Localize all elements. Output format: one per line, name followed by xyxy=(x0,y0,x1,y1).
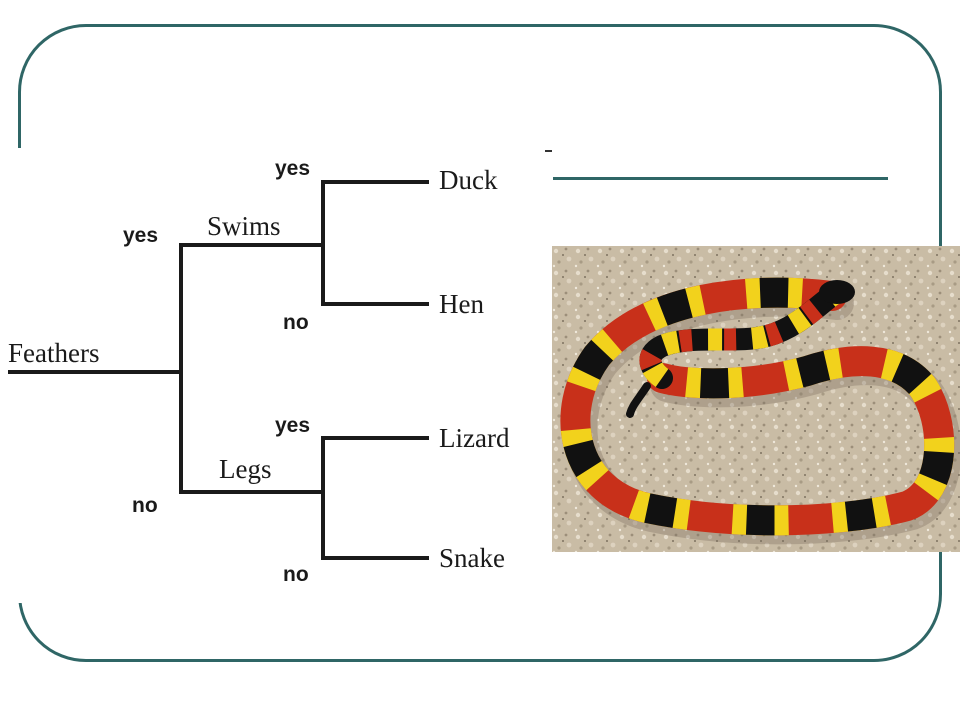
question-swims: Swims xyxy=(207,211,281,241)
leaf-duck: Duck xyxy=(439,165,498,195)
question-legs: Legs xyxy=(219,454,271,484)
accent-tick xyxy=(545,150,552,152)
leaf-hen: Hen xyxy=(439,289,484,319)
answer-swims-no: no xyxy=(283,311,309,334)
answer-root-no: no xyxy=(132,494,158,517)
coral-snake-photo xyxy=(552,246,960,552)
title-rule xyxy=(553,177,888,180)
root-label: Feathers xyxy=(8,338,99,368)
answer-swims-yes: yes xyxy=(275,157,310,180)
leaf-lizard: Lizard xyxy=(439,423,510,453)
tree-panel xyxy=(0,148,548,603)
answer-legs-no: no xyxy=(283,563,309,586)
answer-legs-yes: yes xyxy=(275,414,310,437)
leaf-snake: Snake xyxy=(439,543,505,573)
answer-root-yes: yes xyxy=(123,224,158,247)
